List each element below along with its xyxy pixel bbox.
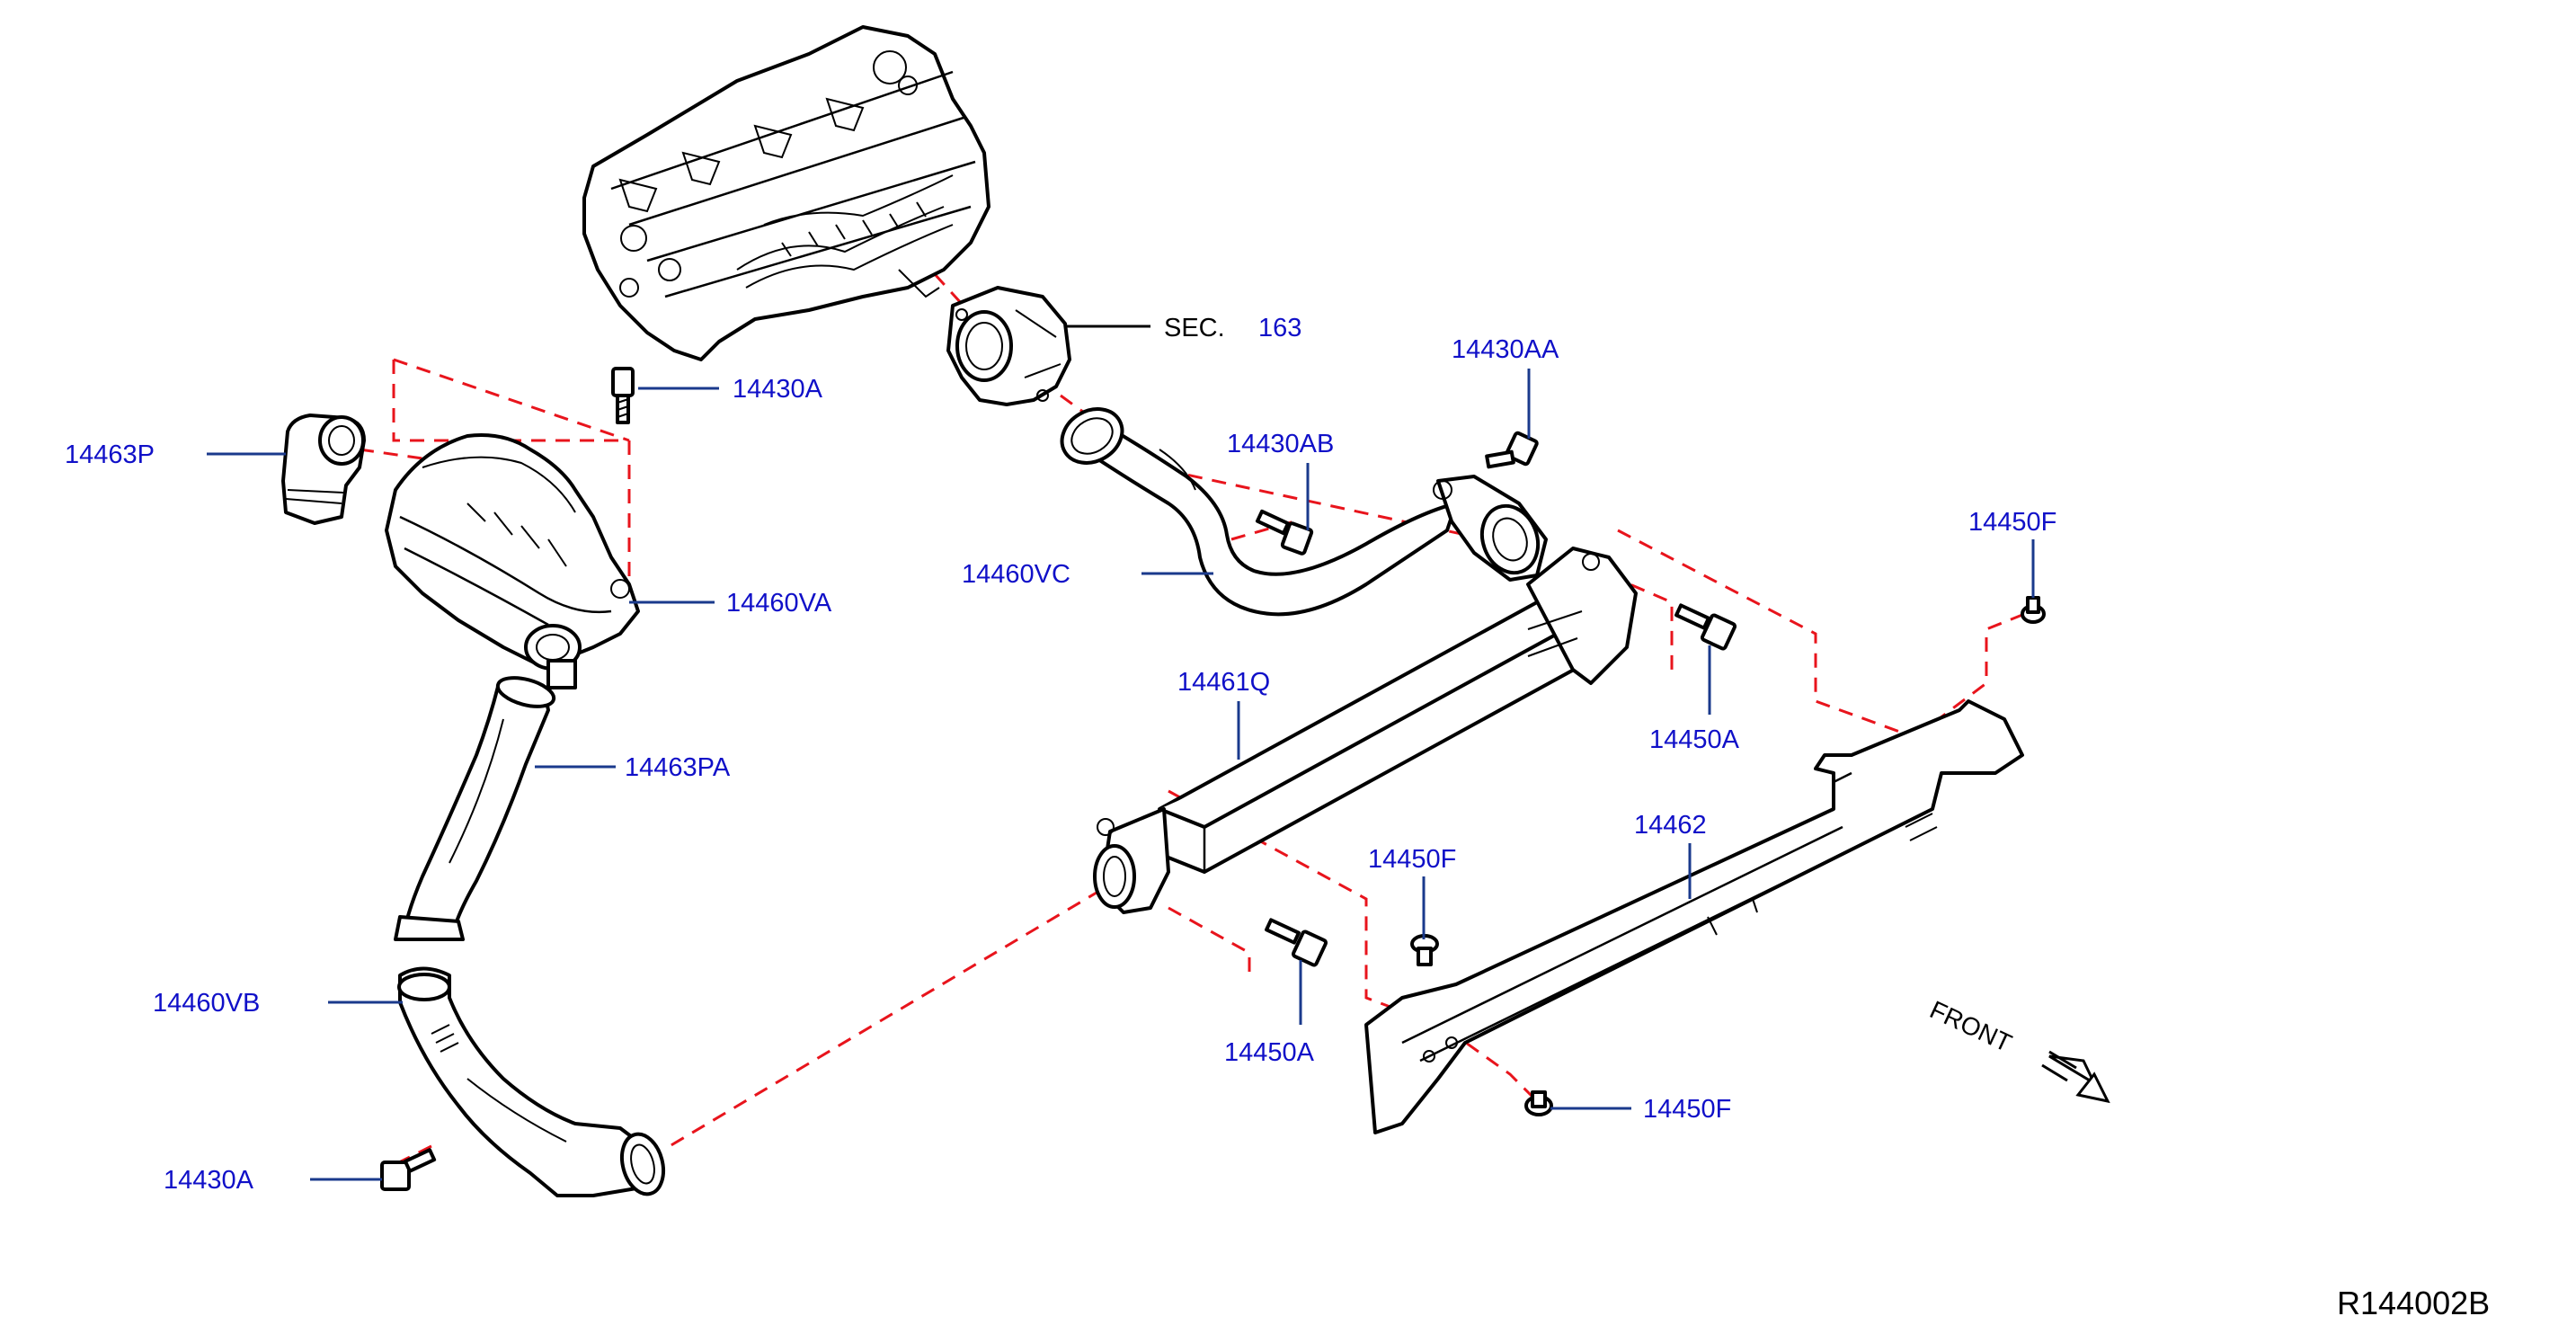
label-14450A-bottom: 14450A	[1224, 1038, 1315, 1067]
intercooler-14461Q-illustration	[1093, 547, 1638, 914]
elbow-14463P-illustration	[281, 414, 366, 525]
clip-14450F-right	[2021, 596, 2046, 624]
bolt-14430A-top	[611, 367, 635, 424]
front-arrow-icon	[2041, 1050, 2110, 1104]
section-reference: SEC. 163	[1164, 314, 1301, 342]
diagram-code: R144002B	[2337, 1285, 2490, 1321]
leader-lines	[207, 325, 2035, 1181]
label-14430A-bottom: 14430A	[164, 1166, 254, 1195]
section-ref-number[interactable]: 163	[1258, 314, 1301, 342]
bolt-14430AB	[1255, 509, 1314, 556]
label-14461Q: 14461Q	[1177, 668, 1270, 697]
bracket-14462-illustration	[1364, 699, 2024, 1134]
label-14430AA: 14430AA	[1452, 335, 1559, 364]
section-ref-prefix: SEC.	[1164, 314, 1225, 342]
label-14450A-right: 14450A	[1649, 725, 1740, 754]
clip-14450F-bottom	[1524, 1090, 1553, 1116]
bolt-14430A-bottom	[380, 1148, 437, 1191]
throttle-body	[946, 286, 1071, 406]
bolt-14450A-bottom	[1265, 918, 1328, 967]
clip-14450F-mid	[1410, 934, 1439, 966]
label-14450F-bottom: 14450F	[1643, 1095, 1731, 1124]
label-14450F-right: 14450F	[1968, 508, 2056, 537]
label-14450F-mid: 14450F	[1368, 845, 1456, 874]
alignment-lines	[359, 272, 2032, 1170]
label-14460VB: 14460VB	[153, 989, 260, 1018]
label-14430A-top: 14430A	[733, 375, 823, 404]
hose-14460VC-illustration	[1060, 407, 1548, 617]
label-14460VA: 14460VA	[726, 589, 832, 618]
air-duct-resonator	[385, 433, 640, 689]
front-direction-indicator: FRONT	[1925, 995, 2110, 1104]
label-14460VC: 14460VC	[962, 560, 1070, 589]
label-14430AB: 14430AB	[1227, 430, 1334, 458]
front-label: FRONT	[1925, 995, 2016, 1057]
label-14462: 14462	[1634, 811, 1707, 840]
duct-14460VB-illustration	[397, 966, 666, 1197]
bolt-14430AA	[1485, 431, 1539, 469]
engine-head-illustration	[582, 25, 990, 361]
bolt-14450A-right	[1674, 603, 1737, 651]
part-labels: 14463P 14430A 14460VA 14463PA 14460VB 14…	[65, 335, 2056, 1195]
bolts	[380, 367, 2046, 1191]
hose-14463PA-illustration	[394, 676, 556, 941]
label-14463P: 14463P	[65, 440, 155, 469]
label-14463PA: 14463PA	[625, 753, 731, 782]
